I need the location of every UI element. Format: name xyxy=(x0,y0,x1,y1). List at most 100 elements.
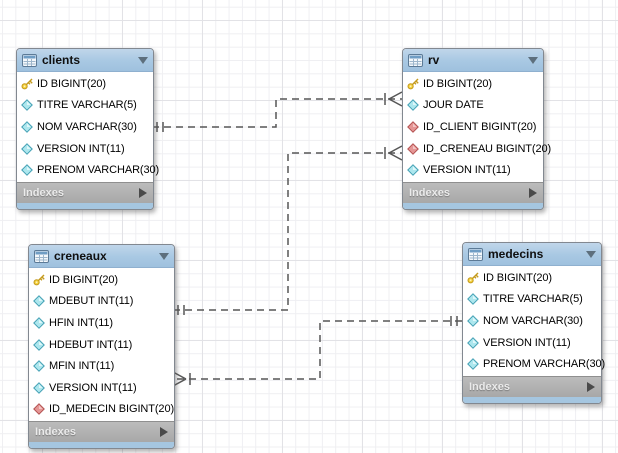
column-label: ID_CRENEAU BIGINT(20) xyxy=(423,142,552,155)
column-label: JOUR DATE xyxy=(423,99,484,112)
table-header[interactable]: creneaux xyxy=(29,245,174,268)
relationship-medecins-creneaux[interactable] xyxy=(172,316,462,387)
column-label: NOM VARCHAR(30) xyxy=(37,120,137,133)
column-row[interactable]: VERSION INT(11) xyxy=(403,159,543,181)
column-icon xyxy=(407,99,420,112)
column-label: PRENOM VARCHAR(30) xyxy=(483,358,606,371)
column-row[interactable]: NOM VARCHAR(30) xyxy=(17,116,153,138)
expand-arrow-icon[interactable] xyxy=(160,427,168,438)
column-icon xyxy=(407,164,420,177)
indexes-footer[interactable]: Indexes xyxy=(463,375,601,397)
column-label: MDEBUT INT(11) xyxy=(49,295,134,308)
column-label: VERSION INT(11) xyxy=(49,381,137,394)
column-row[interactable]: MDEBUT INT(11) xyxy=(29,291,174,313)
column-label: PRENOM VARCHAR(30) xyxy=(37,164,160,177)
column-row[interactable]: ID_MEDECIN BIGINT(20) xyxy=(29,399,174,421)
table-icon xyxy=(468,247,483,261)
column-row[interactable]: VERSION INT(11) xyxy=(463,332,601,354)
column-label: ID BIGINT(20) xyxy=(423,77,492,90)
column-icon xyxy=(33,381,46,394)
table-title: medecins xyxy=(488,247,544,261)
column-label: ID_MEDECIN BIGINT(20) xyxy=(49,403,175,416)
column-label: TITRE VARCHAR(5) xyxy=(483,293,583,306)
column-icon xyxy=(467,358,480,371)
table-title: creneaux xyxy=(54,249,107,263)
table-title: clients xyxy=(42,53,81,67)
table-columns: ID BIGINT(20) MDEBUT INT(11) HFIN INT(11) H… xyxy=(29,268,174,422)
column-row[interactable]: VERSION INT(11) xyxy=(29,377,174,399)
table-header[interactable]: medecins xyxy=(463,243,601,266)
table-title: rv xyxy=(428,53,440,67)
indexes-footer[interactable]: Indexes xyxy=(29,421,174,443)
foreign-key-icon xyxy=(33,403,46,416)
table-icon xyxy=(34,249,49,263)
collapse-arrow-icon[interactable] xyxy=(586,250,596,258)
table-header[interactable]: clients xyxy=(17,49,153,72)
column-icon xyxy=(21,121,34,133)
column-row[interactable]: ID BIGINT(20) xyxy=(29,269,174,291)
column-icon xyxy=(33,295,46,308)
column-row[interactable]: PRENOM VARCHAR(30) xyxy=(463,353,605,375)
expand-arrow-icon[interactable] xyxy=(139,187,147,198)
column-icon xyxy=(33,317,46,329)
column-row[interactable]: HDEBUT INT(11) xyxy=(29,334,174,356)
column-icon xyxy=(467,293,480,306)
table-clients[interactable]: clients ID BIGINT(20)TITRE VARCHAR(5) NOM… xyxy=(16,48,159,210)
column-label: ID BIGINT(20) xyxy=(483,271,552,284)
expand-arrow-icon[interactable] xyxy=(529,187,537,198)
indexes-footer[interactable]: Indexes xyxy=(403,181,543,203)
primary-key-icon xyxy=(33,273,46,286)
column-row[interactable]: MFIN INT(11) xyxy=(29,355,174,377)
table-columns: ID BIGINT(20)TITRE VARCHAR(5) NOM VARCHAR… xyxy=(17,72,159,182)
column-label: HFIN INT(11) xyxy=(49,316,113,329)
column-row[interactable]: ID BIGINT(20) xyxy=(463,267,601,289)
column-icon xyxy=(467,315,480,327)
column-label: MFIN INT(11) xyxy=(49,360,115,373)
table-header[interactable]: rv xyxy=(403,49,543,72)
column-label: NOM VARCHAR(30) xyxy=(483,314,583,327)
table-medecins[interactable]: medecins ID BIGINT(20) TITRE VARCHAR(5) NO… xyxy=(462,242,605,404)
column-row[interactable]: ID BIGINT(20) xyxy=(403,73,543,95)
foreign-key-icon xyxy=(407,142,420,155)
column-row[interactable]: VERSION INT(11) xyxy=(17,138,153,160)
relationship-creneaux-rv[interactable] xyxy=(173,145,403,315)
table-bottom-edge xyxy=(29,442,174,449)
column-row[interactable]: PRENOM VARCHAR(30) xyxy=(17,159,159,181)
column-row[interactable]: ID_CRENEAU BIGINT(20) xyxy=(403,138,551,160)
column-row[interactable]: JOUR DATE xyxy=(403,95,543,117)
indexes-label: Indexes xyxy=(23,186,64,199)
column-row[interactable]: HFIN INT(11) xyxy=(29,312,174,334)
column-row[interactable]: TITRE VARCHAR(5) xyxy=(463,289,601,311)
column-row[interactable]: ID_CLIENT BIGINT(20) xyxy=(403,116,543,138)
column-row[interactable]: TITRE VARCHAR(5) xyxy=(17,95,153,117)
column-label: VERSION INT(11) xyxy=(37,142,125,155)
collapse-arrow-icon[interactable] xyxy=(528,56,538,64)
collapse-arrow-icon[interactable] xyxy=(159,252,169,260)
table-bottom-edge xyxy=(463,396,601,403)
table-creneaux[interactable]: creneaux ID BIGINT(20) MDEBUT INT(11) HFIN… xyxy=(28,244,175,450)
column-row[interactable]: ID BIGINT(20) xyxy=(17,73,153,95)
relationship-clients-rv[interactable] xyxy=(152,91,403,132)
column-label: HDEBUT INT(11) xyxy=(49,338,133,351)
column-icon xyxy=(467,336,480,349)
expand-arrow-icon[interactable] xyxy=(587,381,595,392)
table-columns: ID BIGINT(20) TITRE VARCHAR(5) NOM VARCHAR… xyxy=(463,266,605,376)
foreign-key-icon xyxy=(407,121,420,133)
indexes-label: Indexes xyxy=(469,380,510,393)
indexes-label: Indexes xyxy=(35,426,76,439)
primary-key-icon xyxy=(407,77,420,90)
table-bottom-edge xyxy=(403,202,543,209)
column-label: VERSION INT(11) xyxy=(423,164,511,177)
column-icon xyxy=(33,360,46,373)
collapse-arrow-icon[interactable] xyxy=(138,56,148,64)
column-icon xyxy=(21,164,34,177)
column-label: ID BIGINT(20) xyxy=(49,273,118,286)
column-label: ID_CLIENT BIGINT(20) xyxy=(423,120,537,133)
primary-key-icon xyxy=(21,77,34,90)
indexes-footer[interactable]: Indexes xyxy=(17,181,153,203)
table-rv[interactable]: rv ID BIGINT(20) JOUR DATE ID_CLIENT BIGIN… xyxy=(402,48,551,210)
column-row[interactable]: NOM VARCHAR(30) xyxy=(463,310,601,332)
column-icon xyxy=(21,142,34,155)
